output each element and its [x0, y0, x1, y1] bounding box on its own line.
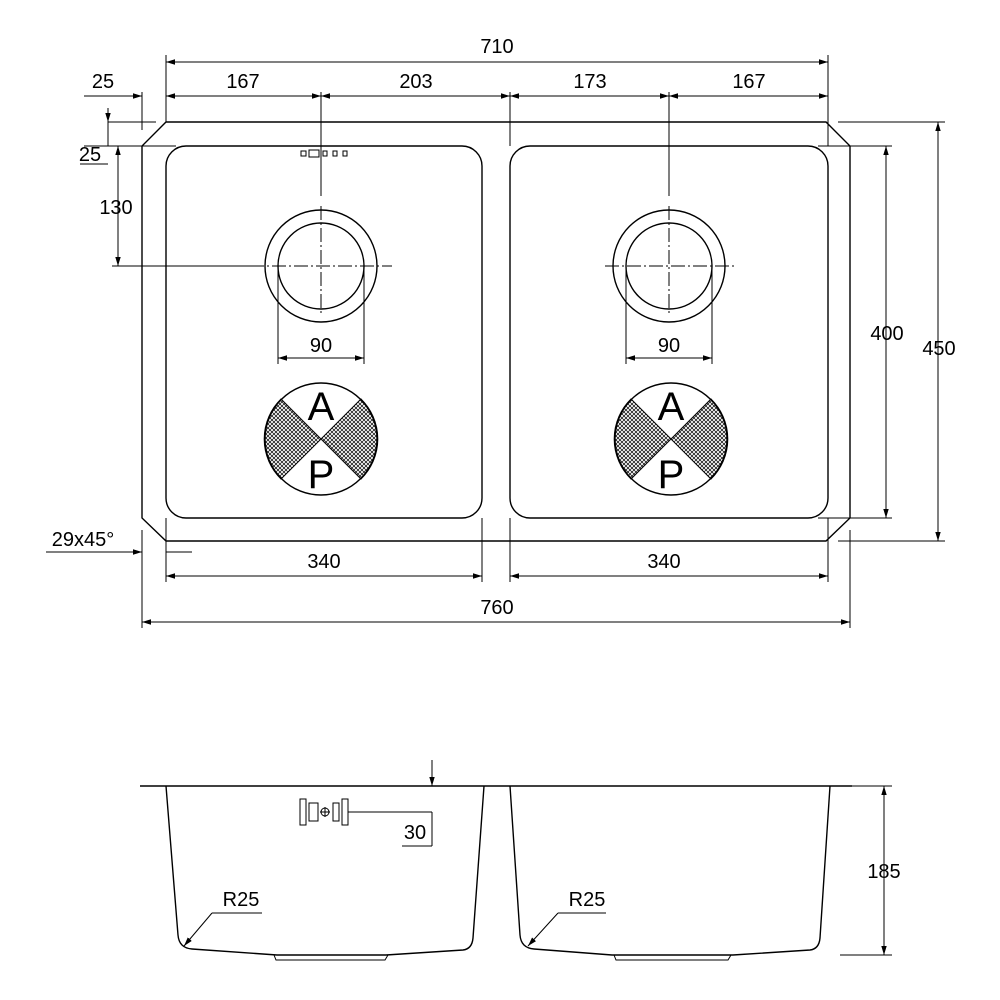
dim-radius-right: R25 — [569, 889, 606, 911]
dim-flange-left: 25 — [92, 71, 114, 93]
left-bowl-profile — [165, 785, 485, 956]
badge-letter-a: A — [308, 385, 335, 429]
side-dimension-lines — [183, 760, 892, 956]
extension-lines — [84, 55, 945, 628]
dim-seg-1: 167 — [226, 71, 259, 93]
right-drain — [605, 206, 735, 323]
dim-flange-top: 25 — [79, 144, 101, 166]
dim-left-bowl-width: 340 — [307, 551, 340, 573]
overflow-slots — [300, 149, 348, 158]
dim-inner-height: 400 — [870, 323, 903, 345]
dimension-lines — [46, 59, 941, 625]
side-view: 30 185 R25 R25 — [140, 760, 901, 961]
dim-drain-right-diameter: 90 — [658, 335, 680, 357]
right-ap-badge: A P — [613, 382, 729, 497]
left-ap-badge: A P — [263, 382, 379, 497]
dim-overflow-depth: 30 — [404, 822, 426, 844]
sink-outer-outline — [141, 121, 851, 542]
dim-drain-offset: 130 — [99, 197, 132, 219]
badge-letter-a: A — [658, 385, 685, 429]
top-view: A P A P — [46, 36, 956, 628]
left-bowl-outline — [165, 145, 483, 519]
overflow-fitting — [299, 798, 432, 826]
badge-letter-p: P — [308, 453, 335, 497]
dim-chamfer: 29x45° — [52, 529, 115, 551]
dim-outer-height: 450 — [922, 338, 955, 360]
right-bowl-profile — [509, 785, 831, 956]
dim-overall-width: 710 — [480, 36, 513, 58]
dim-total-width: 760 — [480, 597, 513, 619]
dim-drain-left-diameter: 90 — [310, 335, 332, 357]
dim-radius-left: R25 — [223, 889, 260, 911]
dim-seg-4: 167 — [732, 71, 765, 93]
dim-depth: 185 — [867, 861, 900, 883]
dim-right-bowl-width: 340 — [647, 551, 680, 573]
dim-seg-3: 173 — [573, 71, 606, 93]
dim-seg-2: 203 — [399, 71, 432, 93]
left-drain — [250, 206, 392, 323]
badge-letter-p: P — [658, 453, 685, 497]
